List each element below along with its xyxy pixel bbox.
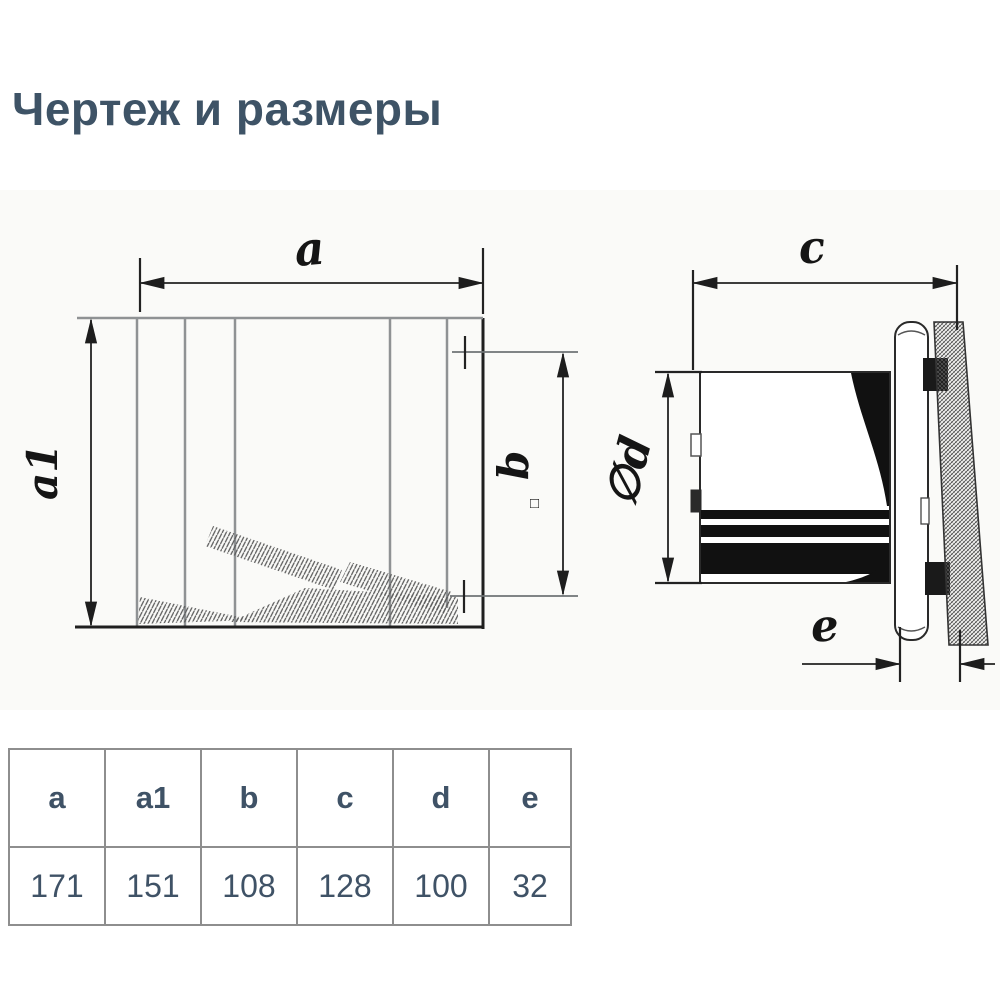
dim-label-e: e — [809, 600, 841, 653]
dim-label-a1: a1 — [18, 444, 67, 500]
dim-label-b: b — [489, 451, 538, 480]
page-title: Чертеж и размеры — [12, 83, 443, 135]
dimension-a: a — [138, 221, 485, 314]
header-b: b — [200, 748, 298, 848]
value-e: 32 — [488, 846, 572, 926]
body-shading — [701, 373, 889, 582]
panel-cap-line — [897, 330, 926, 336]
header-e: e — [488, 748, 572, 848]
dimension-e: e — [802, 600, 995, 682]
table-header-row: a a1 b c d e — [8, 748, 572, 848]
header-a1: a1 — [104, 748, 202, 848]
dimension-a1: a1 — [18, 318, 98, 627]
front-view: a a1 b □ — [18, 221, 578, 629]
value-a1: 151 — [104, 846, 202, 926]
dim-label-a: a — [292, 221, 326, 277]
dimensions-table: a a1 b c d e 171 151 108 128 100 32 — [8, 748, 572, 926]
header-c: c — [296, 748, 394, 848]
dimension-drawing: a a1 b □ — [18, 221, 995, 682]
header-d: d — [392, 748, 490, 848]
wall-section — [933, 321, 989, 646]
table-value-row: 171 151 108 128 100 32 — [8, 846, 572, 926]
value-a: 171 — [8, 846, 106, 926]
value-d: 100 — [392, 846, 490, 926]
header-a: a — [8, 748, 106, 848]
clip — [690, 433, 702, 457]
dimension-b: b □ — [450, 336, 578, 613]
front-panel-profile — [894, 321, 929, 641]
side-view: c ∅d e — [595, 221, 995, 682]
dim-label-d: ∅d — [595, 431, 662, 511]
latch — [920, 497, 930, 525]
value-b: 108 — [200, 846, 298, 926]
technical-drawing-area: a a1 b □ — [0, 190, 1000, 710]
clip — [690, 489, 702, 513]
dim-label-c: c — [796, 221, 828, 275]
hatch-shading — [138, 526, 458, 624]
dimension-d: ∅d — [595, 370, 702, 585]
value-c: 128 — [296, 846, 394, 926]
dimension-c: c — [691, 221, 959, 370]
square-dimension-symbol: □ — [530, 495, 539, 512]
